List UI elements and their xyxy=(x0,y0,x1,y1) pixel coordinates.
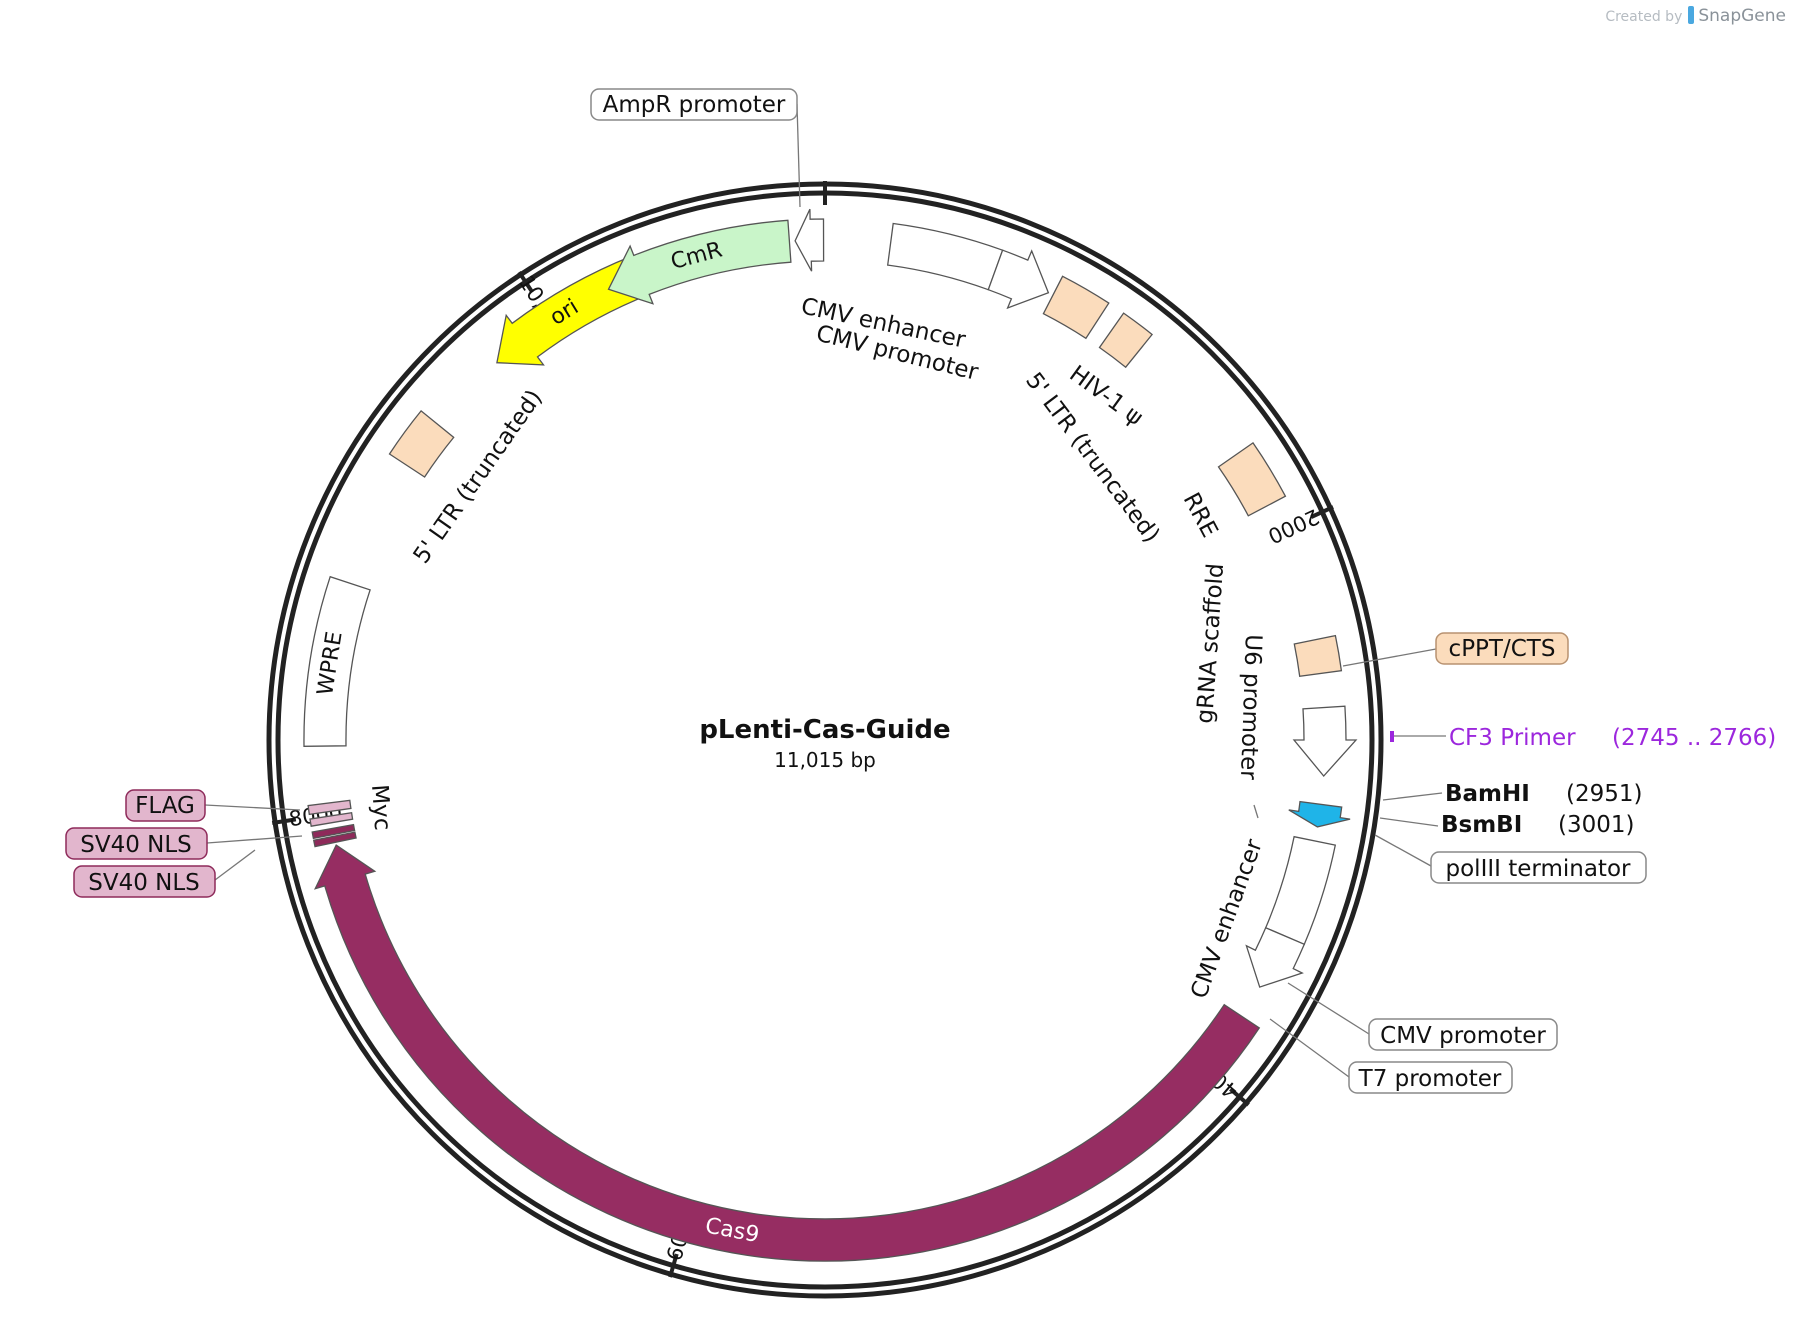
callout-sv40-nls-2[interactable]: SV40 NLS xyxy=(73,865,216,898)
callout-sv40-nls-1[interactable]: SV40 NLS xyxy=(65,827,208,860)
callout-cf3-primer[interactable]: CF3 Primer (2745 .. 2766) xyxy=(1390,725,1776,751)
label-cmv-enhancer-2: CMV enhancer xyxy=(1186,836,1268,1002)
tick-mark xyxy=(668,1253,679,1278)
tick-label: 2000 xyxy=(1264,504,1323,548)
callout-cf3-range: (2745 .. 2766) xyxy=(1612,725,1776,751)
tick-mark xyxy=(517,271,534,294)
plasmid-length: 11,015 bp xyxy=(774,748,876,772)
feature-5-ltr-truncated[interactable] xyxy=(1042,275,1110,340)
feature-u6-promoter[interactable] xyxy=(1292,705,1358,777)
callout-flag-text: FLAG xyxy=(135,793,195,819)
label-u6-promoter: U6 promoter xyxy=(1235,634,1266,781)
callout-poliii-text: polIII terminator xyxy=(1446,856,1631,882)
feature-cas9[interactable] xyxy=(313,844,1261,1262)
snapgene-logo-icon xyxy=(1688,6,1695,24)
callout-bsmbi-position: (3001) xyxy=(1558,812,1634,838)
callout-t7-text: T7 promoter xyxy=(1358,1066,1502,1092)
feature-wpre[interactable] xyxy=(303,575,371,747)
feature-cmv-promoter[interactable] xyxy=(987,249,1050,310)
callout-cppt[interactable]: cPPT/CTS xyxy=(1435,632,1569,665)
callout-bamhi[interactable]: BamHI (2951) xyxy=(1445,781,1642,807)
callout-cmv-promoter-2-text: CMV promoter xyxy=(1380,1023,1546,1049)
callout-leader-line xyxy=(206,835,303,844)
callout-leader-line xyxy=(1253,804,1259,819)
feature-cmv-promoter[interactable] xyxy=(1245,926,1306,988)
feature-cppt-cts[interactable] xyxy=(1293,634,1343,678)
callout-ampr-promoter[interactable]: AmpR promoter xyxy=(590,88,798,121)
attribution: Created by SnapGene xyxy=(1605,6,1786,26)
feature-hiv-1-psi[interactable] xyxy=(1098,312,1154,369)
feature-rre[interactable] xyxy=(1217,441,1287,517)
callout-sv40-nls-2-text: SV40 NLS xyxy=(88,870,200,896)
callout-leader-line xyxy=(1374,834,1432,867)
label-myc: Myc xyxy=(366,784,395,832)
tick-mark xyxy=(1310,505,1334,519)
callout-leader-line xyxy=(204,804,301,811)
callout-cppt-text: cPPT/CTS xyxy=(1449,636,1556,662)
callout-leader-line xyxy=(1342,648,1437,667)
callout-cmv-promoter-2[interactable]: CMV promoter xyxy=(1368,1018,1558,1051)
feature-grna-scaffold[interactable] xyxy=(1288,800,1351,828)
tick-mark xyxy=(271,817,297,825)
label-rre: RRE xyxy=(1178,489,1223,542)
callout-bsmbi-text: BsmBI xyxy=(1441,812,1522,838)
attribution-prefix: Created by xyxy=(1605,9,1683,25)
callout-sv40-nls-1-text: SV40 NLS xyxy=(80,832,192,858)
callout-leader-line xyxy=(1382,792,1443,801)
callout-leader-line xyxy=(1287,982,1370,1035)
feature-sv40-nls[interactable] xyxy=(312,831,357,848)
label-ltr-left: 5' LTR (truncated) xyxy=(409,385,548,568)
callout-bamhi-text: BamHI xyxy=(1445,781,1530,807)
tick-mark xyxy=(1229,1087,1250,1107)
callout-bsmbi[interactable]: BsmBI (3001) xyxy=(1441,812,1634,838)
plasmid-name: pLenti-Cas-Guide xyxy=(699,715,950,745)
callout-t7-promoter[interactable]: T7 promoter xyxy=(1348,1061,1513,1094)
callout-leader-line xyxy=(796,103,801,208)
feature-flag[interactable] xyxy=(309,811,354,827)
callout-bamhi-position: (2951) xyxy=(1566,781,1642,807)
callout-leader-line xyxy=(214,849,256,881)
feature-5-ltr-truncated[interactable] xyxy=(388,409,455,478)
callout-leader-line xyxy=(1269,1018,1350,1078)
feature-cmv-enhancer[interactable] xyxy=(886,222,1004,291)
feature-cmv-enhancer[interactable] xyxy=(1264,835,1337,946)
callout-leader-lines xyxy=(204,103,1446,1078)
feature-myc[interactable] xyxy=(307,799,352,816)
feature-ampr-promoter[interactable] xyxy=(794,208,825,272)
callout-leader-line xyxy=(1379,817,1439,827)
callout-poliii-terminator[interactable]: polIII terminator xyxy=(1430,851,1647,884)
feature-cmr[interactable] xyxy=(607,219,792,305)
attribution-brand: SnapGene xyxy=(1698,6,1786,26)
callout-flag[interactable]: FLAG xyxy=(125,789,206,822)
label-grna-scaffold: gRNA scaffold xyxy=(1192,563,1229,725)
feature-sv40-nls[interactable] xyxy=(311,823,356,840)
callout-cf3-text: CF3 Primer xyxy=(1449,725,1576,751)
callout-ampr-promoter-text: AmpR promoter xyxy=(603,92,786,118)
